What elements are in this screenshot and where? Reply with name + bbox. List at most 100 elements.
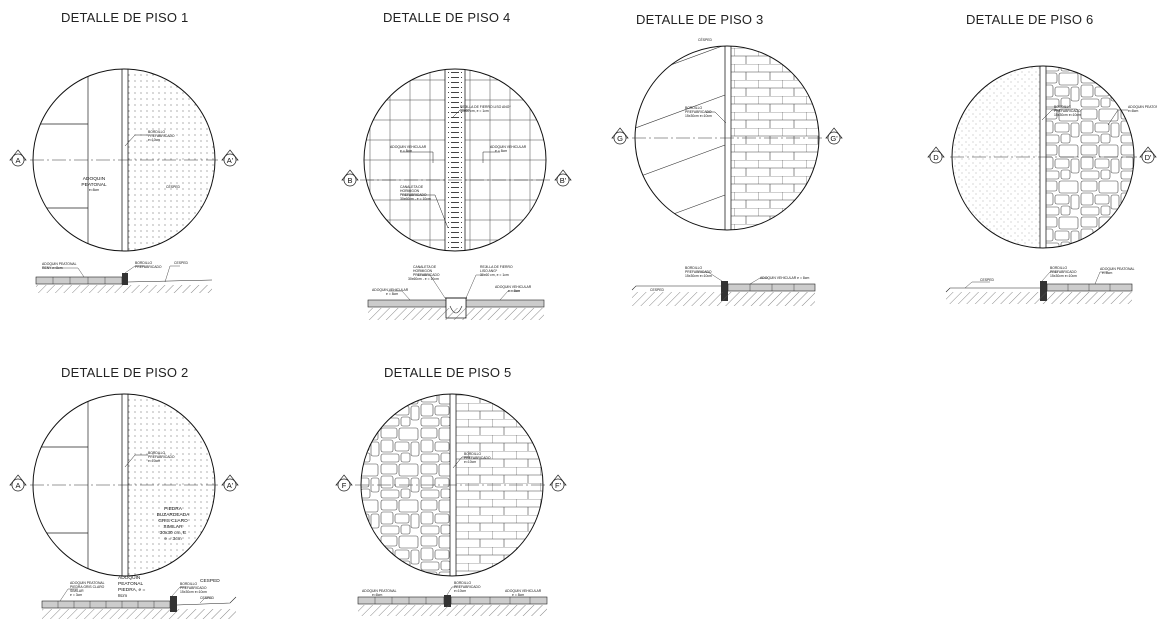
section-marker: A' [221,474,239,492]
svg-text:PREFABRICADO: PREFABRICADO [180,586,207,590]
svg-text:CESPED: CESPED [650,288,664,292]
svg-text:e = 8cm: e = 8cm [400,149,412,153]
svg-text:BORDILLO: BORDILLO [454,581,472,585]
svg-text:ADOQUIN VEHICULAR: ADOQUIN VEHICULAR [390,145,427,149]
svg-text:BORDILLO: BORDILLO [180,582,198,586]
svg-text:PREFABRICADO: PREFABRICADO [464,456,491,460]
svg-text:ADOQUIN VEHICULAR: ADOQUIN VEHICULAR [490,145,527,149]
svg-text:A': A' [227,481,234,490]
svg-text:BORDILLO: BORDILLO [1054,105,1072,109]
svg-text:e=8cm: e=8cm [1128,109,1138,113]
svg-text:e=10cm: e=10cm [464,460,476,464]
svg-text:A': A' [227,156,234,165]
svg-text:PREFABRICADO: PREFABRICADO [1050,270,1077,274]
plan-drawing: A A' ADOQUIN PEATONAL e=8cm CÉSPED BORDI… [9,68,239,293]
detail-piso-3: DETALLE DE PISO 3 CÉSPED [590,0,870,320]
svg-text:CESPED: CESPED [200,578,220,584]
svg-text:D: D [933,153,939,162]
svg-text:ADOQUIN VEHICULAR e = 8cm: ADOQUIN VEHICULAR e = 8cm [760,276,809,280]
svg-text:A: A [15,481,20,490]
svg-text:G: G [617,134,623,143]
svg-text:BORDILLO: BORDILLO [1050,266,1068,270]
section-marker: A [9,474,27,492]
svg-text:D': D' [1145,153,1152,162]
section-marker: A [9,149,27,167]
svg-text:CÉSPED: CÉSPED [166,184,180,189]
svg-text:ADOQUIN PEATONAL: ADOQUIN PEATONAL [70,581,105,585]
svg-text:PEATONAL: PEATONAL [118,581,143,587]
detail-title: DETALLE DE PISO 2 [61,365,189,380]
svg-text:PREFABRICADO: PREFABRICADO [454,585,481,589]
svg-text:15x30cm e=10cm: 15x30cm e=10cm [1050,274,1077,278]
plan-drawing: CÉSPED G G' BORDILLOPREFABRICADO15x30cm … [611,37,843,306]
section-marker: B [341,169,359,187]
svg-text:RENY e=8cm: RENY e=8cm [42,266,63,270]
svg-text:BORDILLO: BORDILLO [464,452,482,456]
section-marker: F' [549,474,567,492]
svg-text:CESPED: CESPED [980,278,994,282]
svg-text:CESPED: CESPED [200,596,214,600]
svg-text:ADOQUIN PEATONAL: ADOQUIN PEATONAL [1128,105,1157,109]
svg-text:PREFABRICADO: PREFABRICADO [148,134,175,138]
detail-title: DETALLE DE PISO 1 [61,10,189,25]
detail-piso-6: DETALLE DE PISO 6 [880,0,1157,320]
svg-text:e=8cm: e=8cm [372,593,382,597]
svg-text:SIMILAR: SIMILAR [163,524,183,530]
svg-text:PREFABRICADO: PREFABRICADO [685,110,712,114]
svg-text:LISO ANGº: LISO ANGº [480,269,498,273]
svg-text:e=10cm: e=10cm [148,138,160,142]
section-marker: F [335,474,353,492]
svg-text:SIMILAR: SIMILAR [70,589,84,593]
svg-text:e = 3cm: e = 3cm [164,536,181,542]
svg-text:PEATONAL: PEATONAL [81,182,106,188]
svg-text:BORDILLO: BORDILLO [135,261,153,265]
svg-text:PREFABRICADO: PREFABRICADO [1054,109,1081,113]
svg-text:F': F' [555,481,562,490]
detail-piso-5: DETALLE DE PISO 5 [300,355,590,630]
svg-text:PREFABRICADO: PREFABRICADO [685,270,712,274]
svg-text:BORDILLO: BORDILLO [148,130,166,134]
svg-text:B': B' [560,176,567,185]
svg-text:ADOQUIN: ADOQUIN [83,176,106,182]
svg-text:PREFABRICADO: PREFABRICADO [400,193,427,197]
section-marker: B' [554,169,572,187]
svg-text:BORDILLO: BORDILLO [685,266,703,270]
svg-text:REJILLA DE FIERRO LISO ANGº: REJILLA DE FIERRO LISO ANGº [460,105,511,109]
svg-text:15x30cm e=10cm: 15x30cm e=10cm [685,274,712,278]
svg-text:e = 8cm: e = 8cm [512,593,524,597]
svg-text:e = 3cm: e = 3cm [70,593,82,597]
detail-title: DETALLE DE PISO 3 [636,12,764,27]
detail-title: DETALLE DE PISO 5 [384,365,512,380]
svg-text:ADOQUIN: ADOQUIN [118,575,141,581]
svg-text:ADOQUIN PEATONAL: ADOQUIN PEATONAL [42,262,77,266]
svg-text:HORMIGON: HORMIGON [400,189,420,193]
svg-text:F: F [342,481,347,490]
svg-text:e = 8cm: e = 8cm [386,292,398,296]
svg-text:e=8cm: e=8cm [1102,271,1112,275]
svg-text:PREFABRICADO: PREFABRICADO [413,273,440,277]
svg-text:e=8cm: e=8cm [89,188,99,192]
svg-text:ADOQUIN PEATONAL: ADOQUIN PEATONAL [362,589,397,593]
svg-text:B: B [347,176,352,185]
detail-title: DETALLE DE PISO 4 [383,10,511,25]
svg-text:30x60 cm, e = 1cm: 30x60 cm, e = 1cm [460,109,489,113]
svg-text:CESPED: CESPED [174,261,188,265]
svg-text:ADOQUIN VEHICULAR: ADOQUIN VEHICULAR [505,589,542,593]
section-marker: D [927,146,945,164]
svg-text:CANALETA DE: CANALETA DE [400,185,424,189]
svg-text:PIEDRA GRIS CLARO: PIEDRA GRIS CLARO [70,585,105,589]
svg-text:REJILLA DE FIERRO: REJILLA DE FIERRO [480,265,513,269]
svg-text:e=10cm: e=10cm [148,459,160,463]
svg-text:CANALETA DE: CANALETA DE [413,265,437,269]
detail-piso-4: DETALLE DE PISO 4 B B' REJILLA DE FIERRO… [290,0,585,330]
svg-text:BORDILLO: BORDILLO [148,451,166,455]
svg-text:PIEDRA, e =: PIEDRA, e = [118,587,146,593]
